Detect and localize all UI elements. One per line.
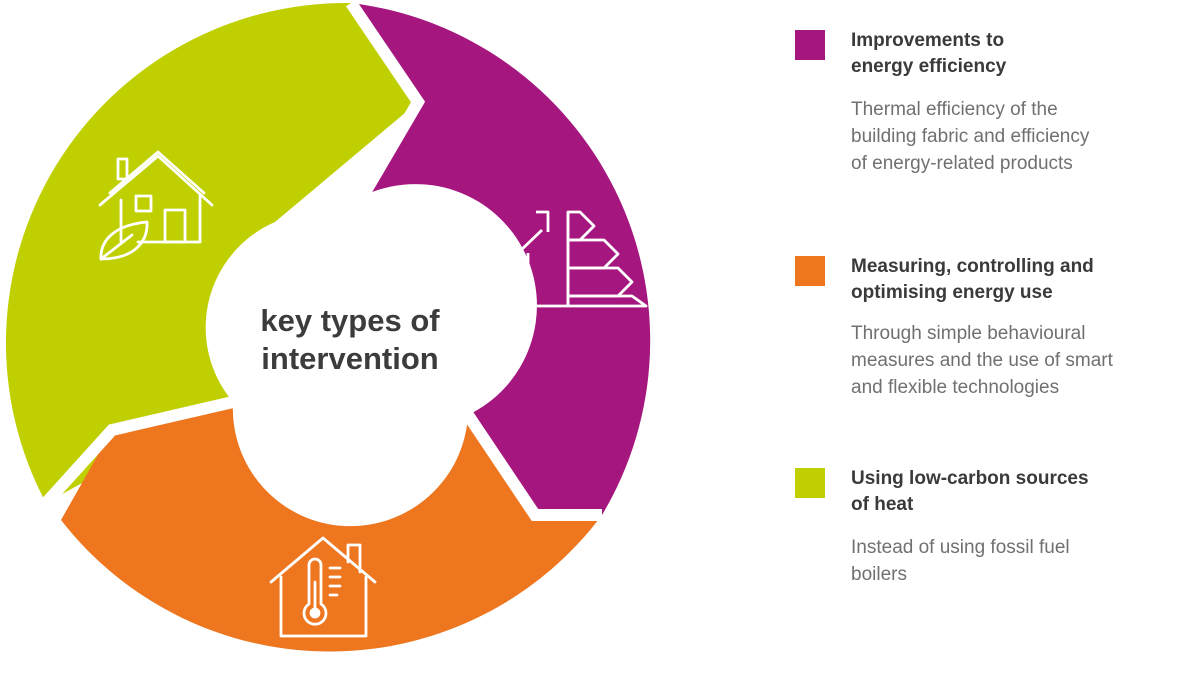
legend-item-title: Using low-carbon sources of heat bbox=[851, 468, 1089, 515]
center-title: key types of intervention bbox=[205, 302, 495, 378]
intervention-cycle-diagram bbox=[5, 0, 651, 652]
segment-measuring-controlling bbox=[61, 402, 602, 652]
legend-item-title: Improvements to energy efficiency bbox=[851, 30, 1007, 77]
legend-item-description: Instead of using fossil fuel boilers bbox=[851, 537, 1070, 585]
house-leaf-icon bbox=[98, 150, 214, 261]
segment-low-carbon-heat bbox=[5, 2, 418, 503]
legend-swatch-green bbox=[795, 468, 825, 498]
energy-rating-house-icon bbox=[517, 210, 648, 308]
center-circle bbox=[234, 225, 464, 455]
legend-item-title: Measuring, controlling and optimising en… bbox=[851, 256, 1094, 303]
segment-separators bbox=[41, 0, 602, 521]
legend-item-description: Thermal efficiency of the building fabri… bbox=[851, 99, 1090, 174]
legend-item-description: Through simple behavioural measures and … bbox=[851, 323, 1113, 398]
segment-energy-efficiency bbox=[351, 3, 651, 515]
house-thermometer-icon bbox=[269, 536, 377, 638]
legend-swatch-magenta bbox=[795, 30, 825, 60]
center-title-text: key types of intervention bbox=[260, 303, 440, 376]
legend-swatch-orange bbox=[795, 256, 825, 286]
